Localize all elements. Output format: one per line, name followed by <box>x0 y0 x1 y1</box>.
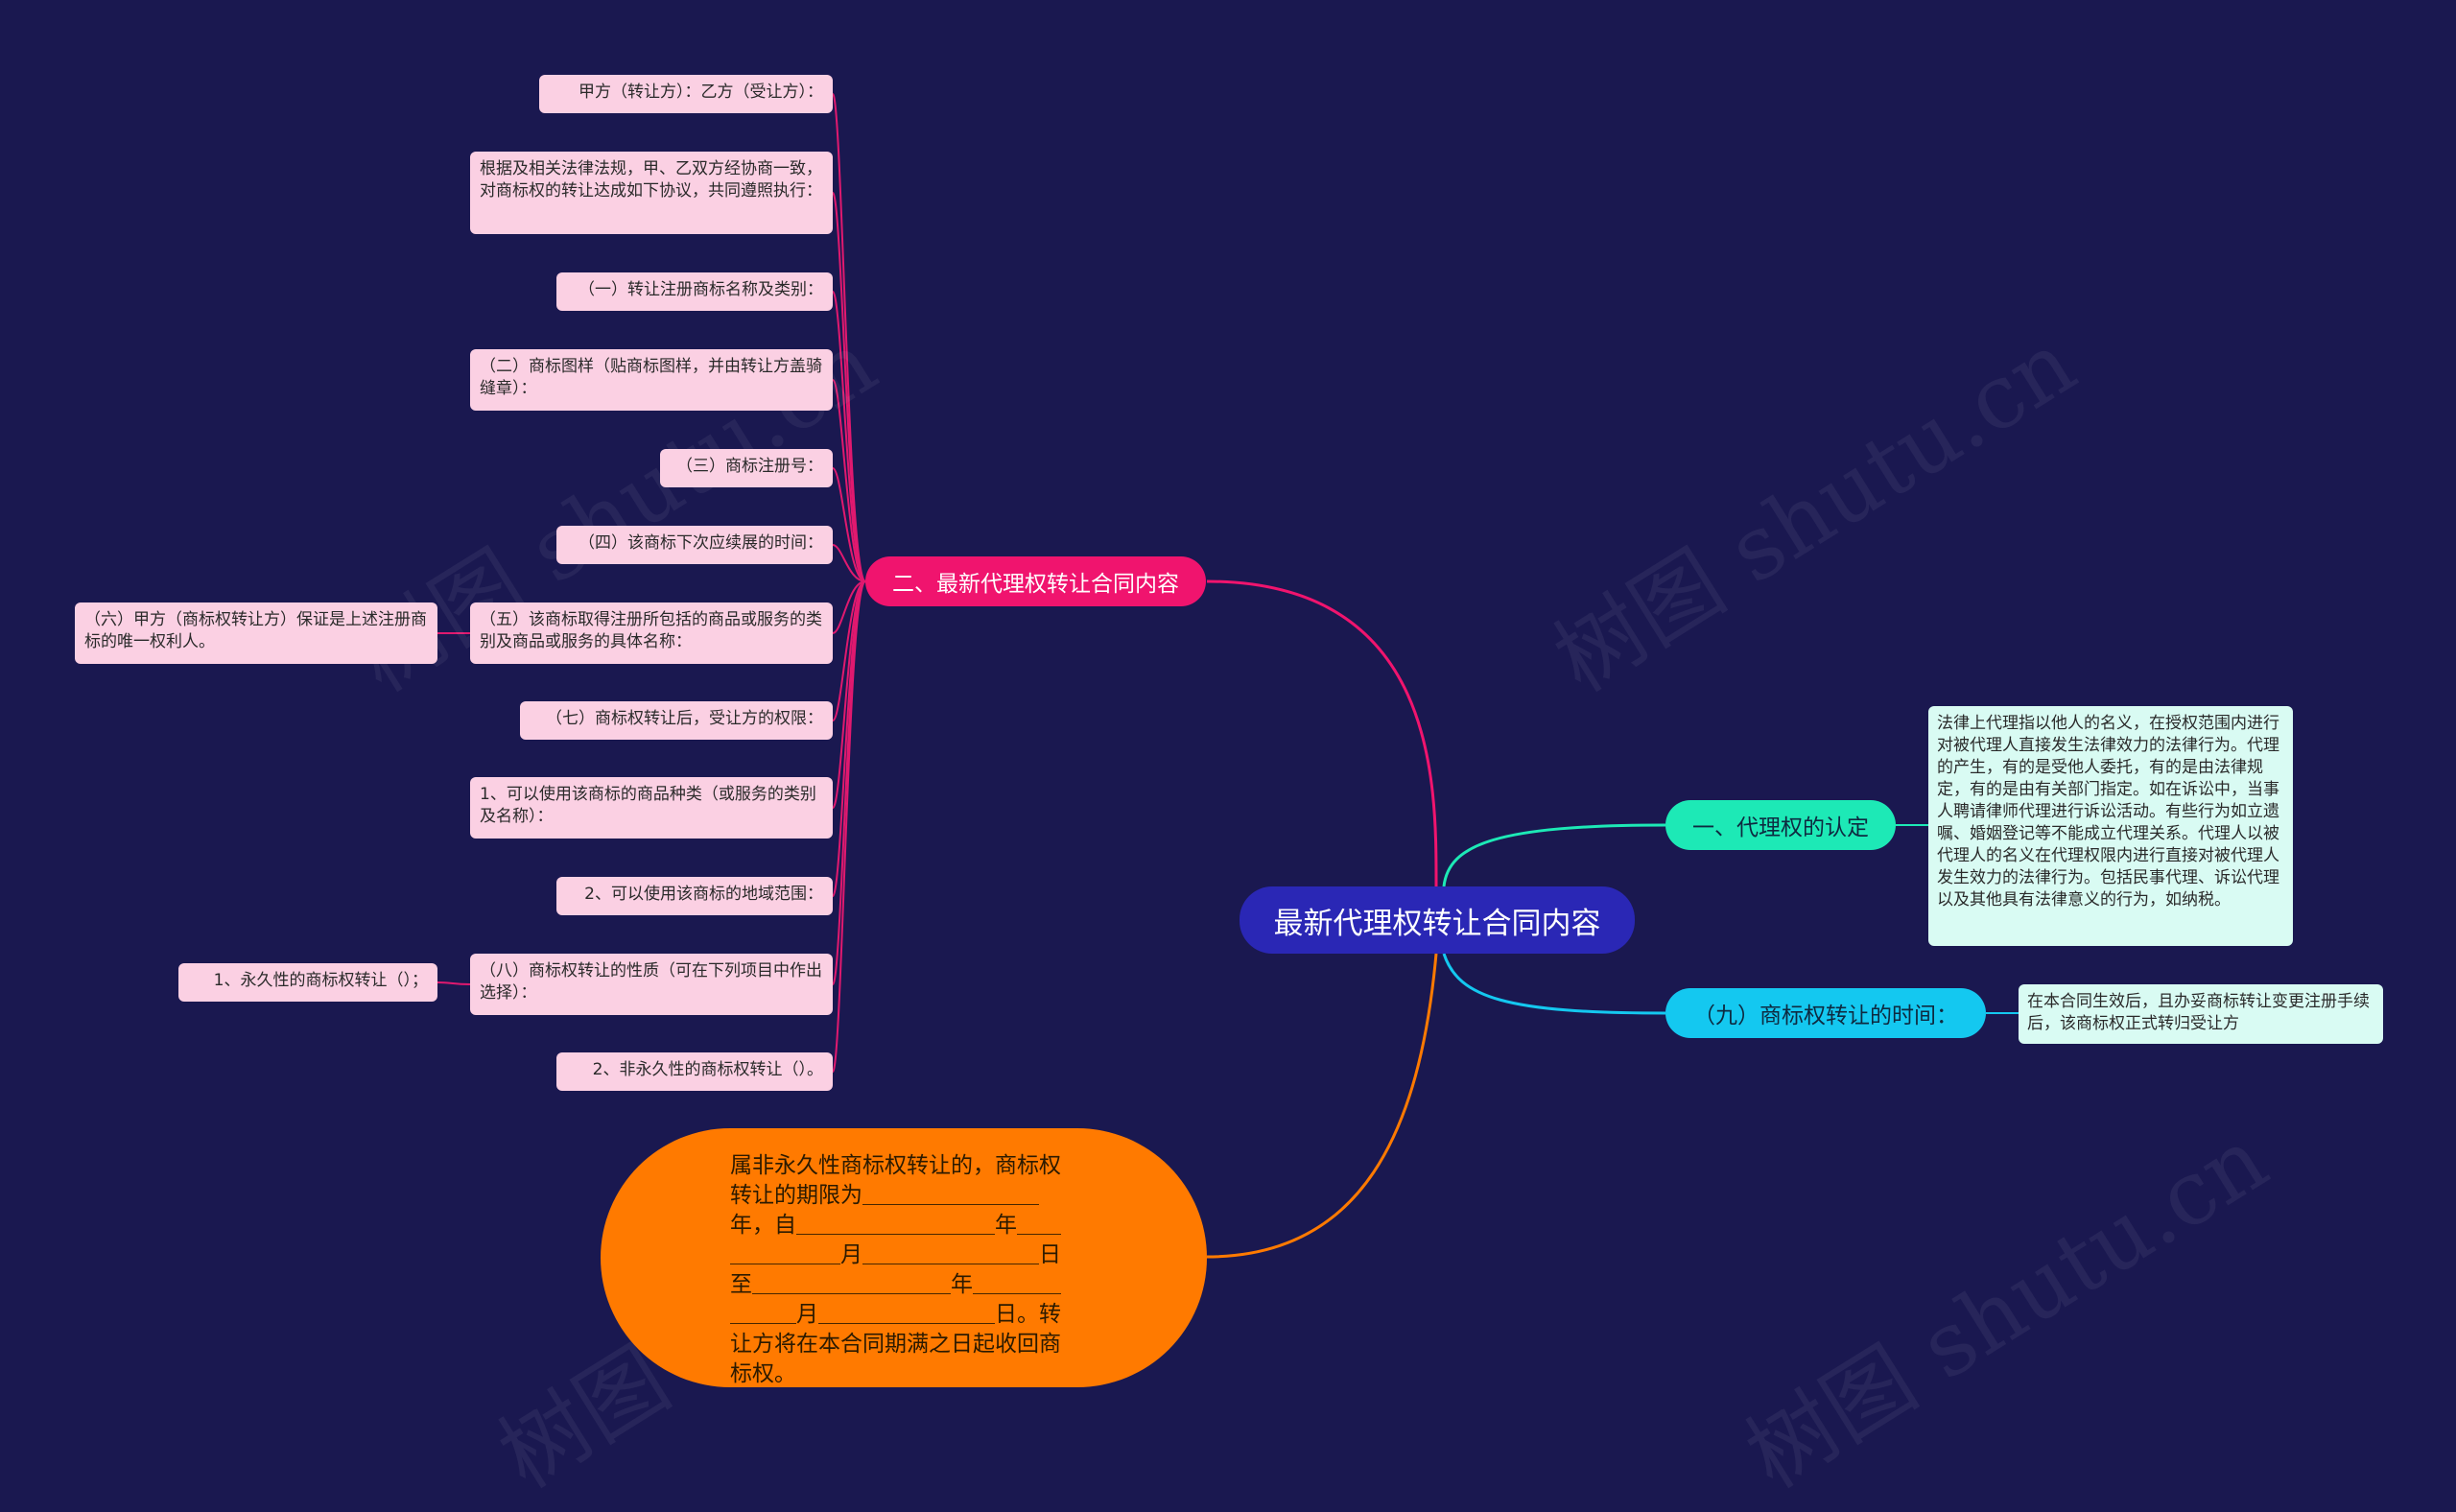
mind-map-canvas: 树图 shutu.cn 树图 shutu.cn 树图 shutu.cn 树图 s… <box>75 75 2383 1508</box>
branch-agency-definition[interactable]: 一、代理权的认定 <box>1665 800 1896 850</box>
contract-leaf-goods-scope[interactable]: 1、可以使用该商标的商品种类（或服务的类别及名称）： <box>470 777 833 839</box>
transfer-time-detail[interactable]: 在本合同生效后，且办妥商标转让变更注册手续后，该商标权正式转归受让方 <box>2019 984 2383 1044</box>
link-root-contract <box>1206 579 1438 887</box>
contract-leaf-non-permanent[interactable]: 2、非永久性的商标权转让（）。 <box>556 1052 833 1091</box>
branch-transfer-time[interactable]: （九）商标权转让的时间： <box>1665 988 1986 1038</box>
link-contract-leaf-3 <box>832 379 866 582</box>
contract-leaf-goods-services[interactable]: （五）该商标取得注册所包括的商品或服务的类别及商品或服务的具体名称： <box>470 602 833 664</box>
link-root-agency <box>1442 823 1666 887</box>
link-contract-leaf-8 <box>832 580 866 809</box>
contract-leaf-parties[interactable]: 甲方（转让方）：乙方（受让方）： <box>539 75 833 113</box>
link-contract-sub-permanent <box>437 981 471 985</box>
link-contract-leaf-2 <box>832 291 866 582</box>
contract-leaf-registration-number[interactable]: （三）商标注册号： <box>660 449 833 487</box>
contract-leaf-renewal-time[interactable]: （四）该商标下次应续展的时间： <box>556 526 833 564</box>
link-contract-leaf-11 <box>832 580 866 1073</box>
branch-contract-content[interactable]: 二、最新代理权转让合同内容 <box>865 556 1206 606</box>
agency-definition-detail[interactable]: 法律上代理指以他人的名义，在授权范围内进行对被代理人直接发生法律效力的法律行为。… <box>1928 706 2293 946</box>
transfer-term-text: 属非永久性商标权转让的，商标权转让的期限为＿＿＿＿＿＿＿＿年，自＿＿＿＿＿＿＿＿… <box>730 1153 1061 1386</box>
contract-leaf-trademark-image[interactable]: （二）商标图样（贴商标图样，并由转让方盖骑缝章）： <box>470 349 833 411</box>
link-root-term <box>1206 953 1438 1259</box>
link-contract-leaf-7 <box>832 580 866 721</box>
link-contract-leaf-6 <box>832 580 866 634</box>
contract-leaf-trademark-name[interactable]: （一）转让注册商标名称及类别： <box>556 272 833 311</box>
branch-transfer-term[interactable]: 属非永久性商标权转让的，商标权转让的期限为＿＿＿＿＿＿＿＿年，自＿＿＿＿＿＿＿＿… <box>601 1128 1207 1387</box>
link-contract-leaf-5 <box>832 544 866 582</box>
contract-leaf-region-scope[interactable]: 2、可以使用该商标的地域范围： <box>556 877 833 915</box>
contract-leaf-assignee-rights[interactable]: （七）商标权转让后，受让方的权限： <box>520 701 833 740</box>
contract-leaf-preamble[interactable]: 根据及相关法律法规，甲、乙双方经协商一致，对商标权的转让达成如下协议，共同遵照执… <box>470 152 833 234</box>
link-root-time <box>1442 953 1666 1015</box>
contract-subleaf-permanent[interactable]: 1、永久性的商标权转让（）； <box>178 963 437 1002</box>
root-node[interactable]: 最新代理权转让合同内容 <box>1240 886 1635 954</box>
contract-subleaf-warranty[interactable]: （六）甲方（商标权转让方）保证是上述注册商标的唯一权利人。 <box>75 602 437 664</box>
link-contract-leaf-4 <box>832 467 866 582</box>
connector-lines <box>437 93 2019 1259</box>
link-contract-leaf-1 <box>832 192 866 582</box>
contract-leaf-transfer-nature[interactable]: （八）商标权转让的性质（可在下列项目中作出选择）： <box>470 954 833 1015</box>
